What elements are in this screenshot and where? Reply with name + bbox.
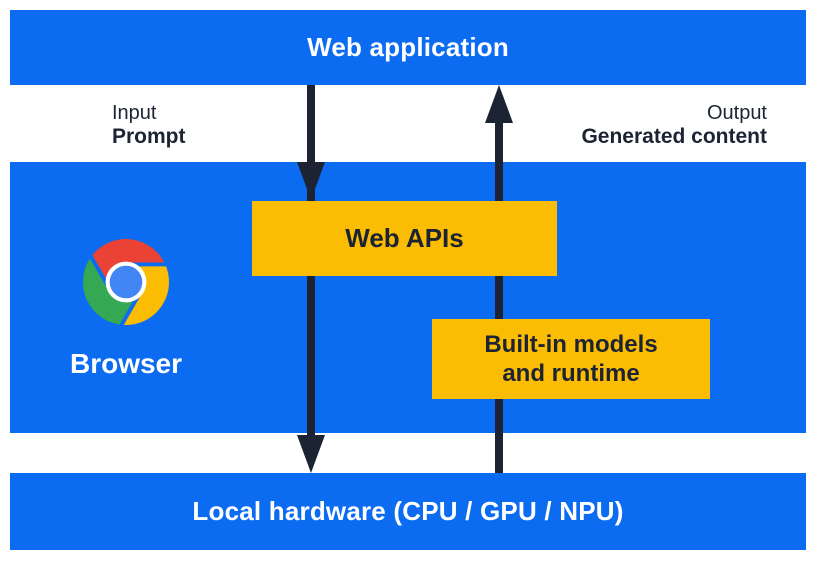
builtin-models-label-line1: Built-in models [484, 331, 658, 358]
local-hardware-bar: Local hardware (CPU / GPU / NPU) [10, 473, 806, 550]
output-caption-block: Output Generated content [581, 101, 767, 149]
web-application-label: Web application [307, 32, 509, 62]
input-caption-block: Input Prompt [112, 101, 186, 149]
down-arrowhead-into-hardware [297, 435, 325, 473]
down-arrowhead-into-web-apis [297, 162, 325, 200]
generated-content-up-arrow-line [495, 123, 503, 473]
input-caption: Input [112, 102, 157, 124]
up-arrowhead-into-web-application [485, 85, 513, 123]
web-apis-label: Web APIs [345, 223, 464, 253]
output-value: Generated content [581, 125, 767, 148]
builtin-models-box: Built-in models and runtime [432, 319, 710, 399]
builtin-models-label-line2: and runtime [502, 360, 640, 387]
input-value: Prompt [112, 125, 186, 148]
web-apis-box: Web APIs [252, 201, 557, 276]
browser-label: Browser [69, 348, 183, 379]
local-hardware-label: Local hardware (CPU / GPU / NPU) [192, 496, 624, 526]
web-application-bar: Web application [10, 10, 806, 85]
chrome-logo-icon [83, 239, 169, 325]
output-caption: Output [706, 102, 767, 124]
